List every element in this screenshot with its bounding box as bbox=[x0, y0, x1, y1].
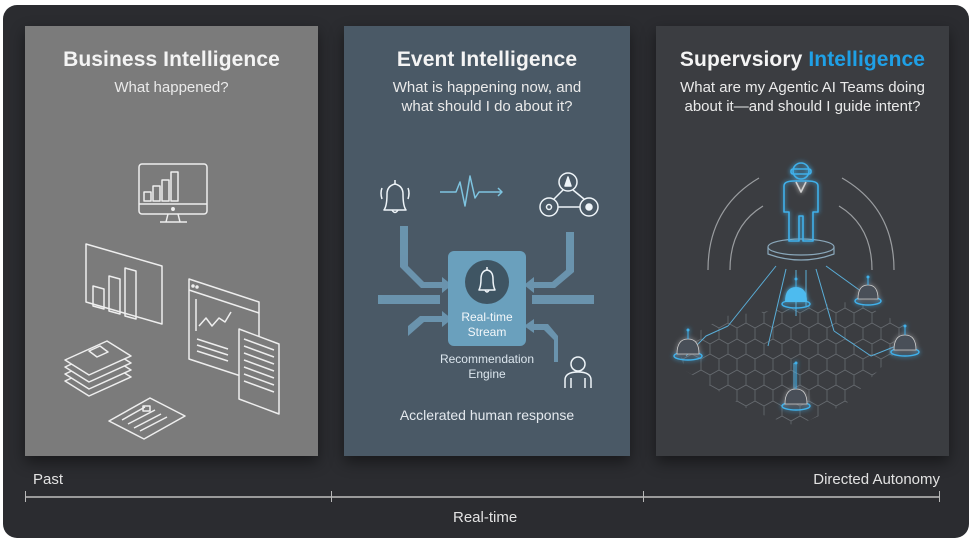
bell-icon bbox=[478, 267, 496, 293]
timeline-start-label: Past bbox=[33, 471, 64, 488]
monitor-bar-chart-icon bbox=[138, 163, 208, 223]
supervisor-figure-icon bbox=[783, 162, 819, 242]
recommendation-engine-label: Recommendation Engine bbox=[427, 352, 547, 382]
hub-label-line: Real-time bbox=[461, 310, 513, 324]
title-accent: Intelligence bbox=[808, 48, 926, 71]
panel-title: Business Intelligence bbox=[63, 48, 280, 71]
pulse-wave-icon bbox=[440, 175, 503, 207]
panel-subtitle: What happened? bbox=[114, 79, 229, 96]
document-stack-icon bbox=[64, 340, 132, 397]
bar-chart-board-icon bbox=[85, 243, 163, 325]
bell-alert-icon bbox=[380, 180, 410, 214]
timeline-tick bbox=[25, 491, 26, 502]
subtitle-line: What are my Agentic AI Teams doing bbox=[680, 79, 925, 96]
signal-arcs bbox=[707, 177, 895, 271]
hub-label-line: Stream bbox=[467, 325, 507, 339]
timeline-end-label: Directed Autonomy bbox=[813, 471, 940, 488]
timeline-axis bbox=[25, 496, 940, 498]
hub-label: Real-time Stream bbox=[448, 310, 526, 340]
agent-bot-icon bbox=[781, 277, 811, 309]
hub-box bbox=[448, 251, 526, 346]
flow-arrows bbox=[378, 226, 594, 366]
business-intelligence-panel: Business Intelligence What happened? bbox=[25, 26, 318, 456]
subtitle-line: What is happening now, and bbox=[392, 79, 582, 96]
engine-label-line: Engine bbox=[468, 367, 506, 381]
panel-subtitle: What is happening now, and what should I… bbox=[344, 78, 630, 116]
agent-bot-icon bbox=[673, 328, 703, 361]
platform bbox=[767, 238, 835, 261]
engine-label-line: Recommendation bbox=[439, 352, 535, 366]
timeline-tick bbox=[331, 491, 332, 502]
subtitle-line: about it—and should I guide intent? bbox=[684, 98, 921, 115]
timeline-tick bbox=[643, 491, 644, 502]
network-nodes-icon bbox=[539, 172, 599, 217]
user-icon bbox=[564, 356, 592, 388]
panel-subtitle: What are my Agentic AI Teams doing about… bbox=[656, 78, 949, 116]
agent-bot-icon bbox=[781, 361, 811, 411]
panel-title: Supervsiory Intelligence bbox=[656, 48, 949, 72]
browser-line-chart-icon bbox=[188, 278, 280, 415]
agent-bot-icon bbox=[890, 324, 920, 357]
supervisory-intelligence-panel: Supervsiory Intelligence What are my Age… bbox=[656, 26, 949, 456]
report-sheet-icon bbox=[108, 397, 186, 440]
event-intelligence-panel: Event Intelligence What is happening now… bbox=[344, 26, 630, 456]
panel-footer: Acclerated human response bbox=[399, 407, 575, 423]
subtitle-line: what should I do about it? bbox=[401, 98, 573, 115]
panel-title: Event Intelligence bbox=[396, 48, 578, 71]
timeline-middle-label: Real-time bbox=[453, 509, 518, 526]
agent-bot-icon bbox=[854, 275, 882, 306]
timeline-tick bbox=[939, 491, 940, 502]
title-part: Supervsiory bbox=[679, 48, 803, 71]
